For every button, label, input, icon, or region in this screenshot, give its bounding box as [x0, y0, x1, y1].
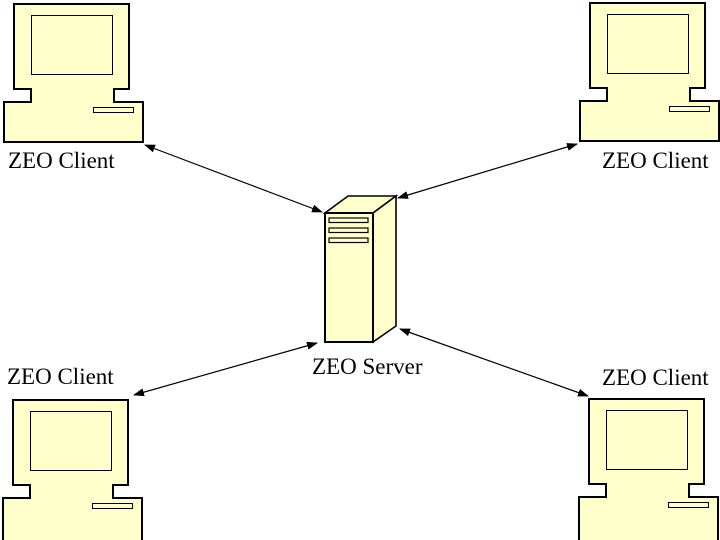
- server-tower-icon: [322, 194, 399, 344]
- computer-drive-slot: [668, 502, 709, 508]
- server-vent-slot: [328, 217, 369, 224]
- computer-monitor: [588, 398, 705, 485]
- computer-screen: [30, 411, 112, 471]
- client-label-top-left: ZEO Client: [8, 148, 115, 173]
- computer-neck: [606, 87, 691, 102]
- connector-top-left-to-server: [144, 144, 323, 213]
- client-computer-icon-top-left: [3, 3, 144, 143]
- computer-screen: [31, 15, 113, 75]
- client-computer-icon-bottom-left: [2, 399, 143, 540]
- computer-monitor: [13, 3, 130, 90]
- connector-bottom-right-to-server: [399, 328, 589, 397]
- server-vent-slot: [328, 227, 369, 234]
- computer-neck: [605, 483, 690, 498]
- computer-neck: [29, 484, 114, 499]
- connector-top-right-to-server: [397, 143, 578, 199]
- connector-bottom-left-to-server: [133, 341, 318, 397]
- computer-drive-slot: [93, 107, 134, 113]
- client-label-top-right: ZEO Client: [602, 148, 709, 173]
- computer-drive-slot: [92, 503, 133, 509]
- server-front-face: [324, 212, 374, 343]
- computer-monitor: [12, 399, 129, 486]
- computer-drive-slot: [669, 106, 710, 112]
- computer-monitor: [589, 2, 706, 89]
- client-label-bottom-right: ZEO Client: [602, 365, 709, 390]
- client-label-bottom-left: ZEO Client: [7, 364, 114, 389]
- computer-neck: [30, 88, 115, 103]
- server-vent-slot: [328, 237, 369, 244]
- server-side-face: [372, 194, 397, 344]
- client-computer-icon-bottom-right: [578, 398, 719, 540]
- client-computer-icon-top-right: [579, 2, 720, 142]
- computer-screen: [606, 410, 688, 470]
- server-label: ZEO Server: [312, 354, 423, 379]
- computer-screen: [607, 14, 689, 74]
